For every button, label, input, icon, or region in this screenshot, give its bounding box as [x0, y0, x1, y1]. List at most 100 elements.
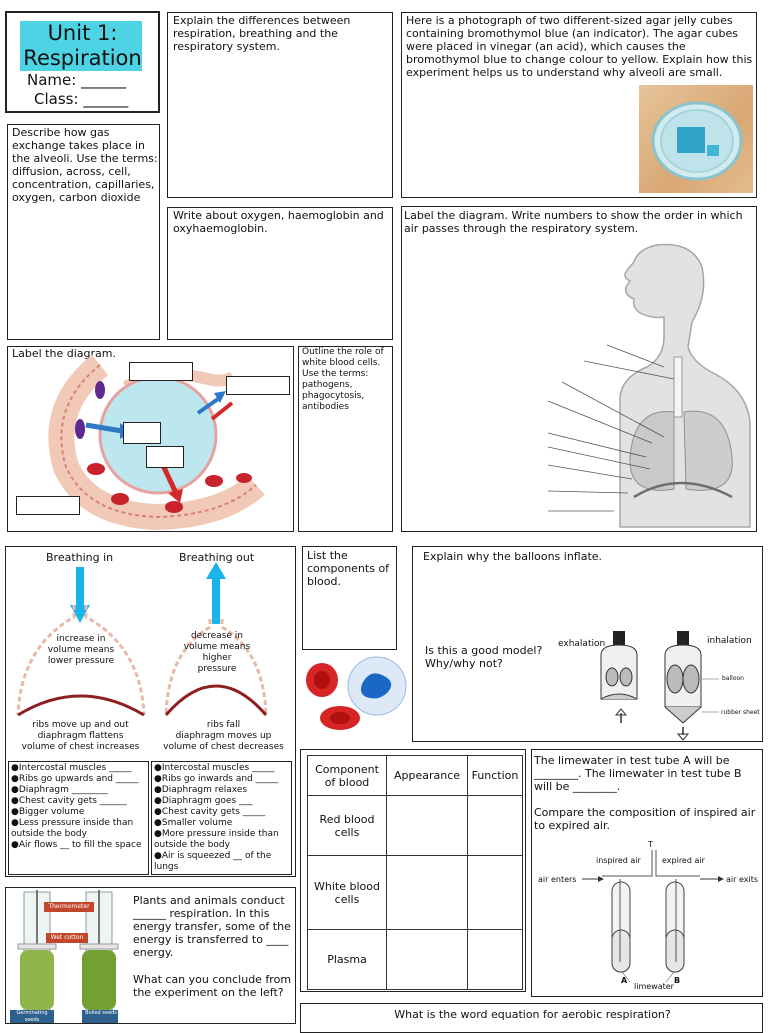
petri-dish-image — [651, 101, 743, 181]
inhalation-label: inhalation — [707, 636, 752, 646]
breathing-in-list: ●Intercostal muscles _____ ●Ribs go upwa… — [11, 763, 148, 851]
inspired-air-label: inspired air — [596, 856, 641, 865]
table-cell-blank[interactable] — [386, 855, 468, 930]
table-cell: White blood cells — [307, 855, 387, 930]
balloons-prompt: Explain why the balloons inflate. — [423, 550, 603, 563]
alveolus-label-box-4[interactable] — [146, 446, 184, 468]
wbc-box[interactable]: Outline the role of white blood cells. U… — [298, 346, 393, 532]
table-cell-blank[interactable] — [467, 929, 523, 990]
unit-title: Unit 1: — [47, 21, 118, 45]
respiratory-system-diagram — [547, 243, 751, 528]
table-header: Appearance — [386, 755, 468, 796]
differences-prompt: Explain the differences between respirat… — [173, 14, 351, 53]
blood-table-box: Component of blood Appearance Function R… — [300, 749, 526, 992]
breathing-out-list-box[interactable]: ●Intercostal muscles _____ ●Ribs go inwa… — [151, 761, 292, 875]
white-blood-cell-nucleus — [361, 673, 392, 699]
left-lung — [629, 411, 675, 491]
wbc-prompt: Outline the role of white blood cells. U… — [302, 347, 384, 412]
breathing-diagram — [16, 562, 268, 717]
haemoglobin-prompt: Write about oxygen, haemoglobin and oxyh… — [173, 209, 384, 235]
table-header: Function — [467, 755, 523, 796]
tap-t-label: T — [648, 840, 653, 849]
list-item: ●More pressure inside than — [154, 829, 279, 839]
list-item: ●Air is squeezed __ of the — [154, 851, 272, 861]
table-cell-blank[interactable] — [386, 795, 468, 856]
table-row: Red blood cells — [307, 795, 523, 856]
right-lung — [683, 410, 733, 491]
plants-box[interactable]: Plants and animals conduct ______ respir… — [5, 887, 296, 1024]
breathing-in-caption: ribs move up and out diaphragm flattens … — [21, 720, 140, 752]
alveolus-label-box-2[interactable] — [226, 376, 290, 395]
class-field[interactable]: Class: ______ — [34, 90, 129, 108]
table-header: Component of blood — [307, 755, 387, 796]
table-cell-blank[interactable] — [467, 795, 523, 856]
plants-prompt-2: What can you conclude from the experimen… — [133, 973, 292, 999]
breathing-box: Breathing in Breathing out increase in v… — [5, 546, 296, 877]
list-item: ●Less pressure inside than — [11, 818, 134, 828]
table-cell: Red blood cells — [307, 795, 387, 856]
name-field[interactable]: Name: ______ — [27, 71, 127, 89]
agar-box[interactable]: Here is a photograph of two different-si… — [401, 12, 757, 198]
gas-exchange-prompt: Describe how gas exchange takes place in… — [12, 126, 158, 204]
limewater-question-2: Compare the composition of inspired air … — [534, 806, 756, 832]
breathing-out-note: decrease in volume means higher pressure — [183, 631, 251, 674]
list-item: ●Bigger volume — [11, 807, 85, 817]
table-cell-blank[interactable] — [386, 929, 468, 990]
limewater-box[interactable]: The limewater in test tube A will be ___… — [531, 749, 763, 997]
table-cell: Plasma — [307, 929, 387, 990]
title-highlight — [20, 21, 142, 71]
haemoglobin-box[interactable]: Write about oxygen, haemoglobin and oxyh… — [167, 207, 393, 340]
blood-table: Component of blood Appearance Function R… — [307, 755, 523, 990]
table-cell-blank[interactable] — [467, 855, 523, 930]
limewater-question-1: The limewater in test tube A will be ___… — [534, 754, 742, 793]
boiled-seeds-image — [82, 950, 116, 1010]
list-item: ●Diaphragm ________ — [11, 785, 108, 795]
boiled-seeds-label: Boiled seeds — [85, 1010, 117, 1016]
list-item: outside the body — [11, 829, 87, 839]
down-arrow-icon — [676, 733, 690, 741]
list-item: ●Air flows __ to fill the space — [11, 840, 142, 850]
exhalation-label: exhalation — [558, 639, 606, 649]
alveolus-box[interactable]: Label the diagram. — [7, 346, 294, 532]
air-enters-label: air enters — [538, 875, 577, 884]
gas-exchange-box[interactable]: Describe how gas exchange takes place in… — [7, 124, 160, 340]
list-item: ●Diaphragm relaxes — [154, 785, 248, 795]
list-item: ●Ribs go upwards and _____ — [11, 774, 139, 784]
breathing-in-list-box[interactable]: ●Intercostal muscles _____ ●Ribs go upwa… — [8, 761, 149, 875]
expired-air-label: expired air — [662, 856, 705, 865]
list-item: ●Smaller volume — [154, 818, 233, 828]
title-box: Unit 1: Respiration Name: ______ Class: … — [5, 11, 160, 113]
components-prompt: List the components of blood. — [307, 549, 390, 588]
list-item: ●Intercostal muscles _____ — [154, 763, 275, 773]
germinating-seeds-label: Germinating seeds — [16, 1010, 48, 1023]
balloons-question: Is this a good model? Why/why not? — [425, 644, 543, 670]
balloon-label: balloon — [722, 675, 744, 682]
trachea — [673, 356, 683, 418]
list-item: outside the body — [154, 840, 230, 850]
table-row: White blood cells — [307, 855, 523, 930]
respiratory-system-box[interactable]: Label the diagram. Write numbers to show… — [401, 206, 757, 532]
limewater-diagram — [582, 850, 724, 983]
wet-cotton-label: Wet cotton — [50, 934, 84, 941]
blood-cells-image — [306, 656, 407, 730]
list-item: ●Ribs go inwards and _____ — [154, 774, 279, 784]
list-item: ●Chest cavity gets _____ — [154, 807, 266, 817]
breathing-in-title: Breathing in — [46, 551, 114, 564]
equation-box[interactable]: What is the word equation for aerobic re… — [300, 1003, 763, 1033]
alveolus-label-box-5[interactable] — [16, 496, 80, 515]
alveolus-label-box-1[interactable] — [129, 362, 193, 381]
breathing-out-title: Breathing out — [179, 551, 255, 564]
exhale-arrow-icon — [206, 562, 226, 579]
up-arrow-icon — [614, 708, 628, 716]
small-agar-cube — [707, 145, 719, 156]
diaphragm — [633, 481, 733, 499]
balloons-box[interactable]: Explain why the balloons inflate. Is thi… — [412, 546, 763, 742]
components-box[interactable]: List the components of blood. — [302, 546, 397, 650]
list-item: ●Intercostal muscles _____ — [11, 763, 132, 773]
respiratory-system-prompt: Label the diagram. Write numbers to show… — [404, 209, 743, 235]
unit-subtitle: Respiration — [23, 46, 142, 70]
differences-box[interactable]: Explain the differences between respirat… — [167, 12, 393, 198]
list-item: ●Chest cavity gets ______ — [11, 796, 127, 806]
breathing-out-caption: ribs fall diaphragm moves up volume of c… — [163, 720, 284, 752]
alveolus-label-box-3[interactable] — [123, 422, 161, 444]
